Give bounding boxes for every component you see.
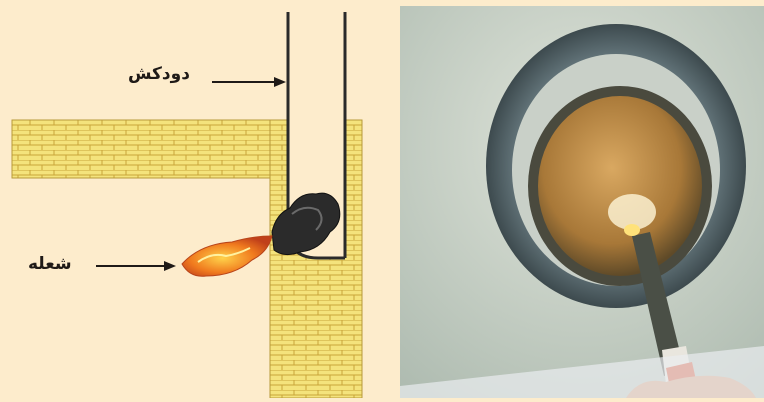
chimney-diagram: دودکش شعله — [0, 0, 400, 398]
horizontal-brick-wall — [12, 120, 284, 178]
diagram-drawing — [0, 0, 400, 398]
flame-label: شعله — [28, 254, 72, 274]
chimney-label: دودکش — [128, 64, 190, 84]
chimney-arrow-icon — [212, 77, 286, 87]
flame-arrow-icon — [96, 261, 176, 271]
photo-illustration — [400, 6, 764, 398]
chimney-photo — [400, 6, 764, 398]
